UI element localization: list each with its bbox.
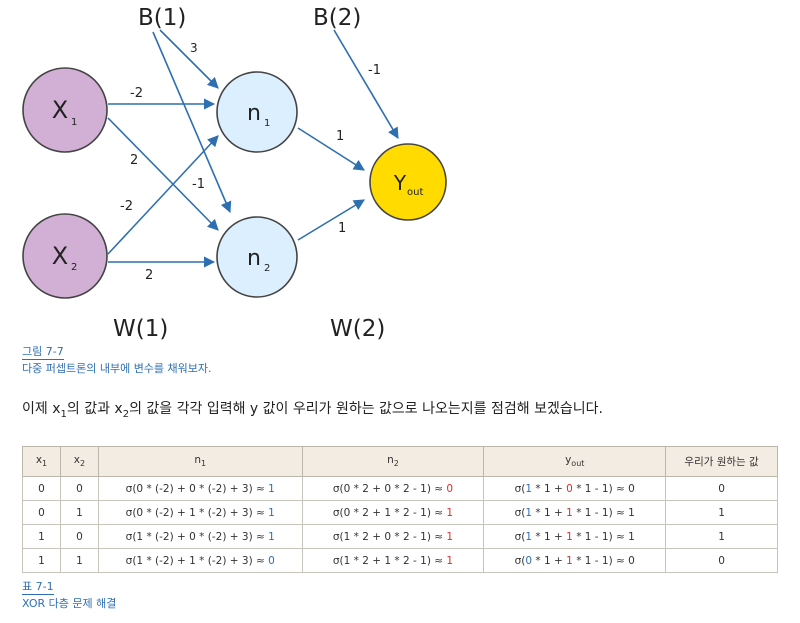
table-caption-text: XOR 다층 문제 해결: [22, 597, 117, 610]
header-x2: x2: [59, 446, 99, 477]
svg-text:2: 2: [71, 262, 77, 273]
weight-x2-n1: -2: [120, 199, 133, 214]
node-n2: n 2: [216, 216, 298, 298]
node-n1: n 1: [216, 71, 298, 153]
edge-x2-n1: [107, 135, 219, 255]
table-row: 1 1 σ(1 * (-2) + 1 * (-2) + 3) ≈ 0 σ(1 *…: [22, 548, 778, 573]
bias2-label: B(2): [313, 5, 361, 31]
svg-text:1: 1: [71, 117, 77, 128]
figure-caption-text: 다중 퍼셉트론의 내부에 변수를 채워보자.: [22, 362, 212, 375]
header-desired: 우리가 원하는 값: [665, 446, 778, 477]
node-yout: Y out: [369, 143, 447, 221]
header-n2: n2: [301, 446, 485, 477]
header-n1: n1: [97, 446, 303, 477]
svg-text:X: X: [52, 242, 68, 270]
svg-text:Y: Y: [393, 171, 407, 195]
edge-b1-n1: [159, 29, 219, 89]
table-header-row: x1 x2 n1 n2 yout 우리가 원하는 값: [22, 446, 778, 477]
header-x1: x1: [22, 446, 61, 477]
header-yout: yout: [483, 446, 667, 477]
table-caption-number: 표 7-1: [22, 580, 54, 595]
weight-b1-n2: -1: [192, 177, 205, 192]
weight-x2-n2: 2: [145, 268, 153, 283]
weight-x1-n2: 2: [130, 153, 138, 168]
w1-label: W(1): [113, 316, 168, 342]
svg-text:n: n: [247, 246, 261, 271]
svg-text:out: out: [407, 187, 423, 198]
w2-label: W(2): [330, 316, 385, 342]
bias1-label: B(1): [138, 5, 186, 31]
edge-n1-y: [297, 127, 365, 171]
weight-b2-y: -1: [368, 63, 381, 78]
edge-b2-y: [333, 29, 399, 139]
table-row: 0 1 σ(0 * (-2) + 1 * (-2) + 3) ≈ 1 σ(0 *…: [22, 500, 778, 525]
xor-table: x1 x2 n1 n2 yout 우리가 원하는 값 0 0 σ(0 * (-2…: [22, 446, 778, 573]
svg-text:X: X: [52, 96, 68, 124]
edge-x1-n2: [107, 117, 219, 231]
svg-text:1: 1: [264, 118, 270, 129]
table-row: 0 0 σ(0 * (-2) + 0 * (-2) + 3) ≈ 1 σ(0 *…: [22, 476, 778, 501]
weight-n2-y: 1: [338, 221, 346, 236]
node-x2: X 2: [22, 213, 108, 299]
weight-x1-n1: -2: [130, 86, 143, 101]
table-row: 1 0 σ(1 * (-2) + 0 * (-2) + 3) ≈ 1 σ(1 *…: [22, 524, 778, 549]
edge-n2-y: [297, 199, 365, 241]
svg-text:n: n: [247, 101, 261, 126]
multilayer-perceptron-diagram: B(1) B(2) 3 -1 -1 -2 2 -2 2 1 1 X 1 X 2 …: [22, 5, 447, 342]
weight-n1-y: 1: [336, 129, 344, 144]
node-x1: X 1: [22, 67, 108, 153]
edge-b1-n2: [152, 31, 232, 214]
svg-text:2: 2: [264, 263, 270, 274]
weight-b1-n1: 3: [190, 41, 198, 55]
figure-caption-number: 그림 7-7: [22, 345, 64, 360]
body-sentence: 이제 x1의 값과 x2의 값을 각각 입력해 y 값이 우리가 원하는 값으로…: [22, 401, 603, 420]
